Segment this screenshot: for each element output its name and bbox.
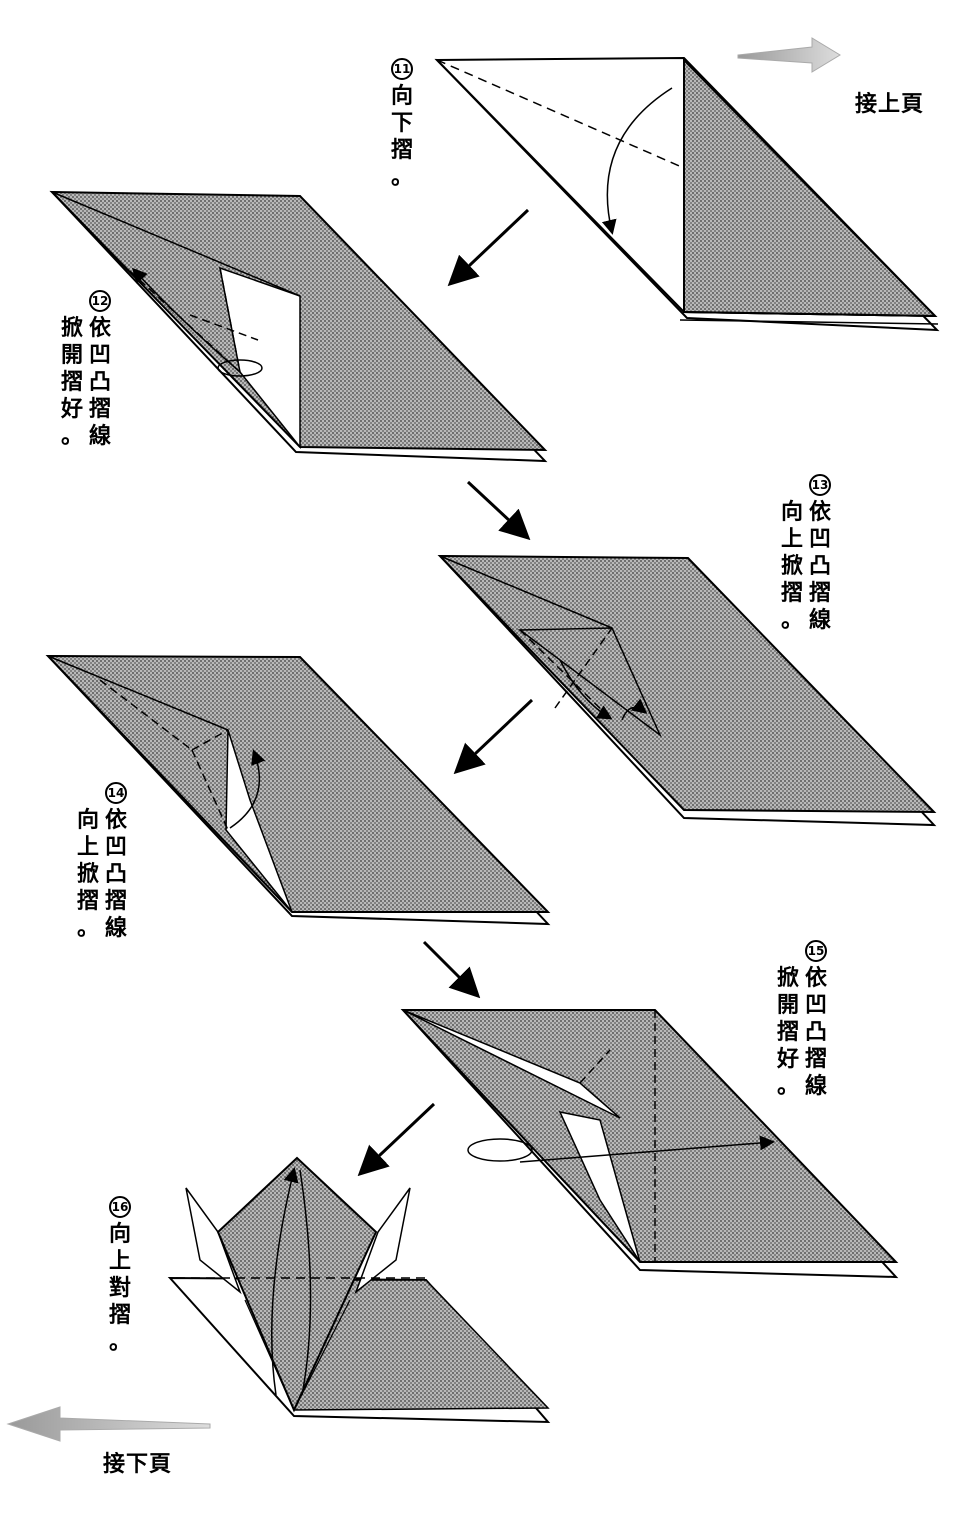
step-number-badge: 13 xyxy=(809,474,831,496)
step-14-figure xyxy=(45,654,551,926)
instruction-text: 依凹凸摺線 xyxy=(808,500,831,633)
instruction-column: 14 依凹凸摺線 xyxy=(104,782,128,942)
step-number-badge: 15 xyxy=(805,940,827,962)
step-12-figure xyxy=(49,190,548,463)
flow-arrow-13-to-14 xyxy=(453,698,534,775)
instruction-text: 依凹凸摺線 xyxy=(804,966,827,1099)
instruction-text: 掀開摺好。 xyxy=(776,966,799,1099)
instruction-text: 向上對摺。 xyxy=(108,1222,131,1355)
instruction-column: 11 向下摺。 xyxy=(390,58,414,191)
instruction-column: 掀開摺好。 xyxy=(60,290,84,450)
step-13-instruction: 13 依凹凸摺線向上掀摺。 xyxy=(780,474,832,634)
instruction-text: 向下摺。 xyxy=(390,84,413,190)
flow-arrow-11-to-12 xyxy=(447,208,530,287)
instruction-column: 向上掀摺。 xyxy=(780,474,804,634)
step-12-instruction: 12 依凹凸摺線掀開摺好。 xyxy=(60,290,112,450)
instruction-column: 15 依凹凸摺線 xyxy=(804,940,828,1100)
flow-arrow-12-to-13 xyxy=(466,480,531,541)
step-number-badge: 11 xyxy=(391,58,413,80)
step-16-figure xyxy=(167,1156,551,1424)
flow-arrow-15-to-16 xyxy=(357,1102,436,1177)
continue-to-arrow-icon xyxy=(6,1406,211,1442)
instruction-column: 13 依凹凸摺線 xyxy=(808,474,832,634)
instruction-column: 12 依凹凸摺線 xyxy=(88,290,112,450)
instruction-text: 向上掀摺。 xyxy=(76,808,99,941)
instruction-column: 16 向上對摺。 xyxy=(108,1196,132,1356)
step-11-instruction: 11 向下摺。 xyxy=(390,58,414,191)
step-15-figure xyxy=(400,1008,899,1279)
instruction-column: 向上掀摺。 xyxy=(76,782,100,942)
step-number-badge: 12 xyxy=(89,290,111,312)
step-number-badge: 14 xyxy=(105,782,127,804)
step-14-instruction: 14 依凹凸摺線向上掀摺。 xyxy=(76,782,128,942)
step-number-badge: 16 xyxy=(109,1196,131,1218)
flow-arrow-14-to-15 xyxy=(422,940,481,999)
instruction-text: 向上掀摺。 xyxy=(780,500,803,633)
step-13-figure xyxy=(437,554,937,827)
continue-from-label: 接上頁 xyxy=(855,92,925,117)
step-11-figure xyxy=(434,56,940,332)
step-16-instruction: 16 向上對摺。 xyxy=(108,1196,132,1356)
instruction-text: 依凹凸摺線 xyxy=(104,808,127,941)
instruction-column: 掀開摺好。 xyxy=(776,940,800,1100)
instruction-text: 掀開摺好。 xyxy=(60,316,83,449)
continue-to-label: 接下頁 xyxy=(103,1452,173,1477)
instruction-text: 依凹凸摺線 xyxy=(88,316,111,449)
continue-from-arrow-icon xyxy=(737,37,841,73)
step-15-instruction: 15 依凹凸摺線掀開摺好。 xyxy=(776,940,828,1100)
